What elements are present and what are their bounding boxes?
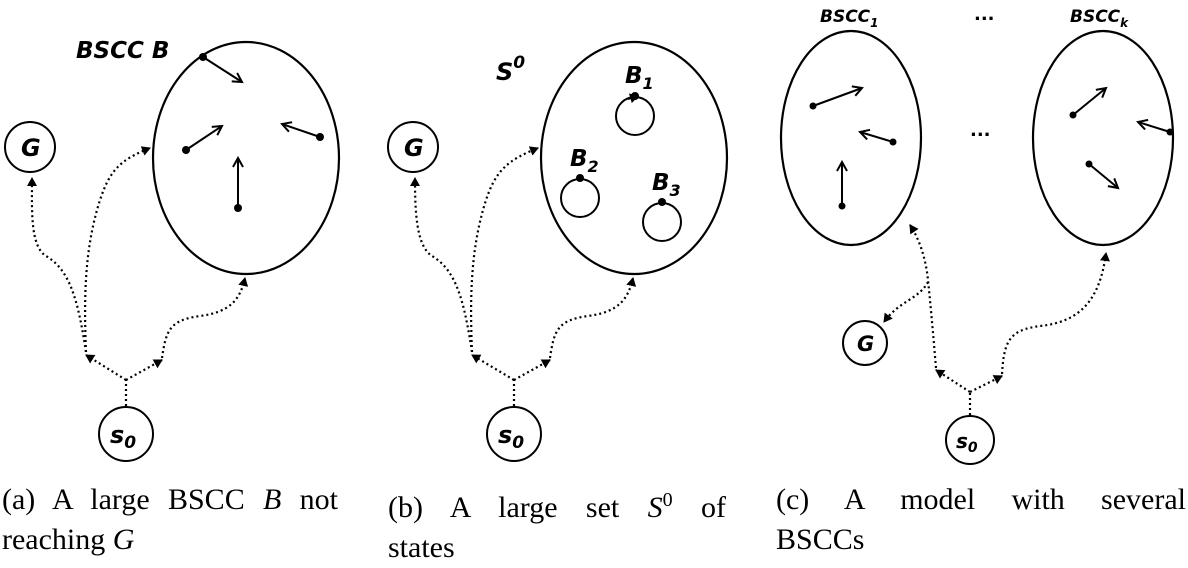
caption-b: (b) A large set S0 of states [388,480,726,568]
goal-label: G [404,134,424,162]
start-label: s0 [956,429,978,456]
goal-node [842,320,888,366]
caption-a-line2: reaching [2,523,113,556]
caption-a-var: B [263,483,282,516]
b2-label: B2 [570,146,599,176]
caption-b-suffix: of [672,491,726,524]
set-s0-label: S0 [496,53,525,86]
goal-label: G [21,134,41,162]
internal-transitions [809,88,1174,210]
transition-arrow [860,132,894,143]
caption-a: (a) A large BSCC B not reaching G [2,480,338,560]
bscc-1-label: BSCC1 [820,7,879,30]
bscc-b1 [615,92,655,136]
caption-b-prefix: (b) A large set [388,491,648,524]
start-node [486,406,542,462]
transition-arrow [1088,163,1118,188]
set-s0-ellipse [539,40,729,276]
goal-node [4,121,56,173]
transition-arrow [812,88,862,107]
caption-a-line2-var: G [112,523,135,556]
transition-arrow [1138,122,1171,133]
caption-a-prefix: (a) A large BSCC [2,483,264,516]
ellipsis-mid: ... [970,120,991,141]
caption-b-sup: 0 [662,489,673,511]
caption-c-line2: BSCCs [776,523,865,556]
start-node [98,406,154,462]
b1-label: B1 [625,63,654,93]
ellipsis-top: ... [974,4,995,25]
caption-b-var: S [647,491,663,524]
b3-label: B3 [652,170,681,200]
goal-node [387,121,439,173]
panel-c: BSCC1 BSCCk ... ... G s0 [779,4,1175,465]
diagram-canvas: BSCC B G s0 S0 [4,4,1175,465]
bscc-b-ellipse [151,40,341,276]
internal-transitions [182,53,324,212]
transition-arrow [202,56,242,82]
bscc-1-ellipse [779,29,923,247]
bscc-k-label: BSCCk [1070,7,1129,30]
caption-a-suffix: not [281,483,339,516]
dotted-paths [883,224,1110,415]
panel-a: BSCC B G s0 [4,38,341,462]
bscc-k-ellipse [1031,29,1175,247]
transition-arrow [1072,88,1106,116]
goal-label: G [857,332,874,356]
dotted-paths [410,146,637,406]
bscc-b3 [642,198,682,242]
transition-arrow [185,126,222,151]
dotted-paths [26,146,249,406]
bscc-b-label: BSCC B [76,38,169,64]
caption-c: (c) A model with several BSCCs [776,480,1186,560]
caption-c-line1: (c) A model with several [776,483,1186,516]
transition-arrow [282,124,321,138]
caption-b-line2: states [388,531,455,564]
panel-b: S0 B1 B2 B3 G s0 [387,40,729,462]
bscc-b2 [560,174,600,218]
start-label: s0 [110,421,136,453]
start-label: s0 [498,421,524,453]
start-node [945,415,995,465]
